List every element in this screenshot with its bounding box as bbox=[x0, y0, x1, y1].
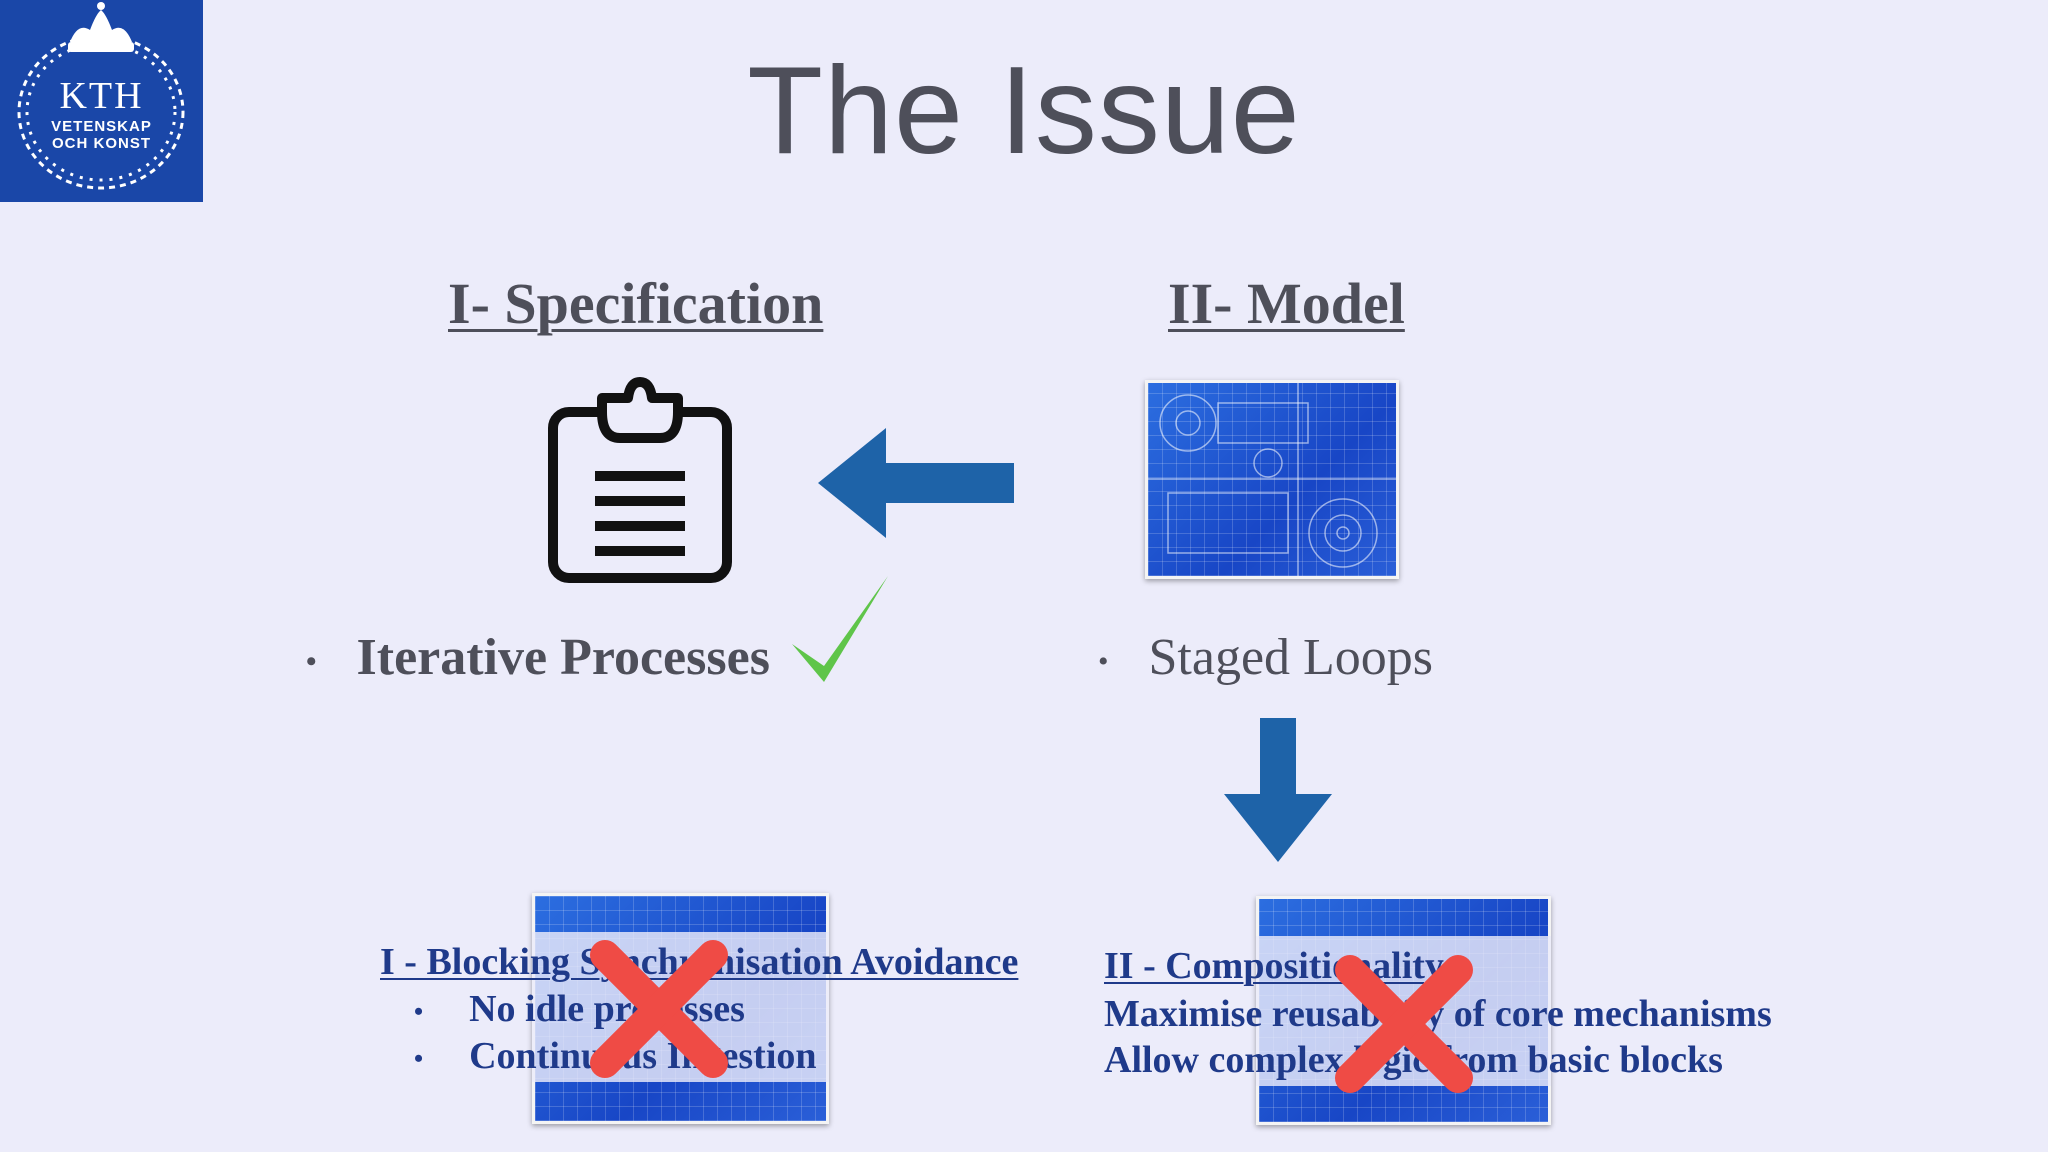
list-item-idle: •No idle processes bbox=[414, 988, 745, 1030]
blueprint-image bbox=[1145, 380, 1399, 579]
wreath-icon bbox=[17, 2, 185, 190]
bullet-text: Iterative Processes bbox=[356, 629, 770, 686]
logo-name: KTH bbox=[59, 75, 144, 117]
arrow-down-icon bbox=[1224, 718, 1332, 862]
kth-logo: KTH VETENSKAP OCH KONST bbox=[0, 0, 203, 202]
gear-drawing bbox=[1148, 383, 1396, 576]
heading-specification: I- Specification bbox=[448, 271, 824, 336]
logo-motto-2: OCH KONST bbox=[52, 135, 151, 152]
bullet-dot: • bbox=[306, 645, 317, 679]
arrow-left-icon bbox=[818, 428, 1014, 538]
bullet-staged-loops: • Staged Loops bbox=[1098, 628, 1433, 687]
clipboard-icon bbox=[548, 377, 732, 583]
cross-icon bbox=[1335, 955, 1473, 1093]
checkmark-icon bbox=[792, 576, 888, 682]
bullet-iterative-processes: • Iterative Processes bbox=[306, 628, 770, 687]
crown-icon bbox=[68, 2, 134, 52]
slide-title: The Issue bbox=[747, 42, 1301, 180]
bullet-dot: • bbox=[1098, 645, 1109, 679]
heading-model: II- Model bbox=[1168, 271, 1405, 336]
heading-compositionality: II - Compositionality bbox=[1104, 945, 1444, 987]
bullet-text: Staged Loops bbox=[1148, 629, 1434, 686]
cross-icon bbox=[590, 940, 728, 1078]
logo-motto-1: VETENSKAP bbox=[51, 118, 152, 135]
